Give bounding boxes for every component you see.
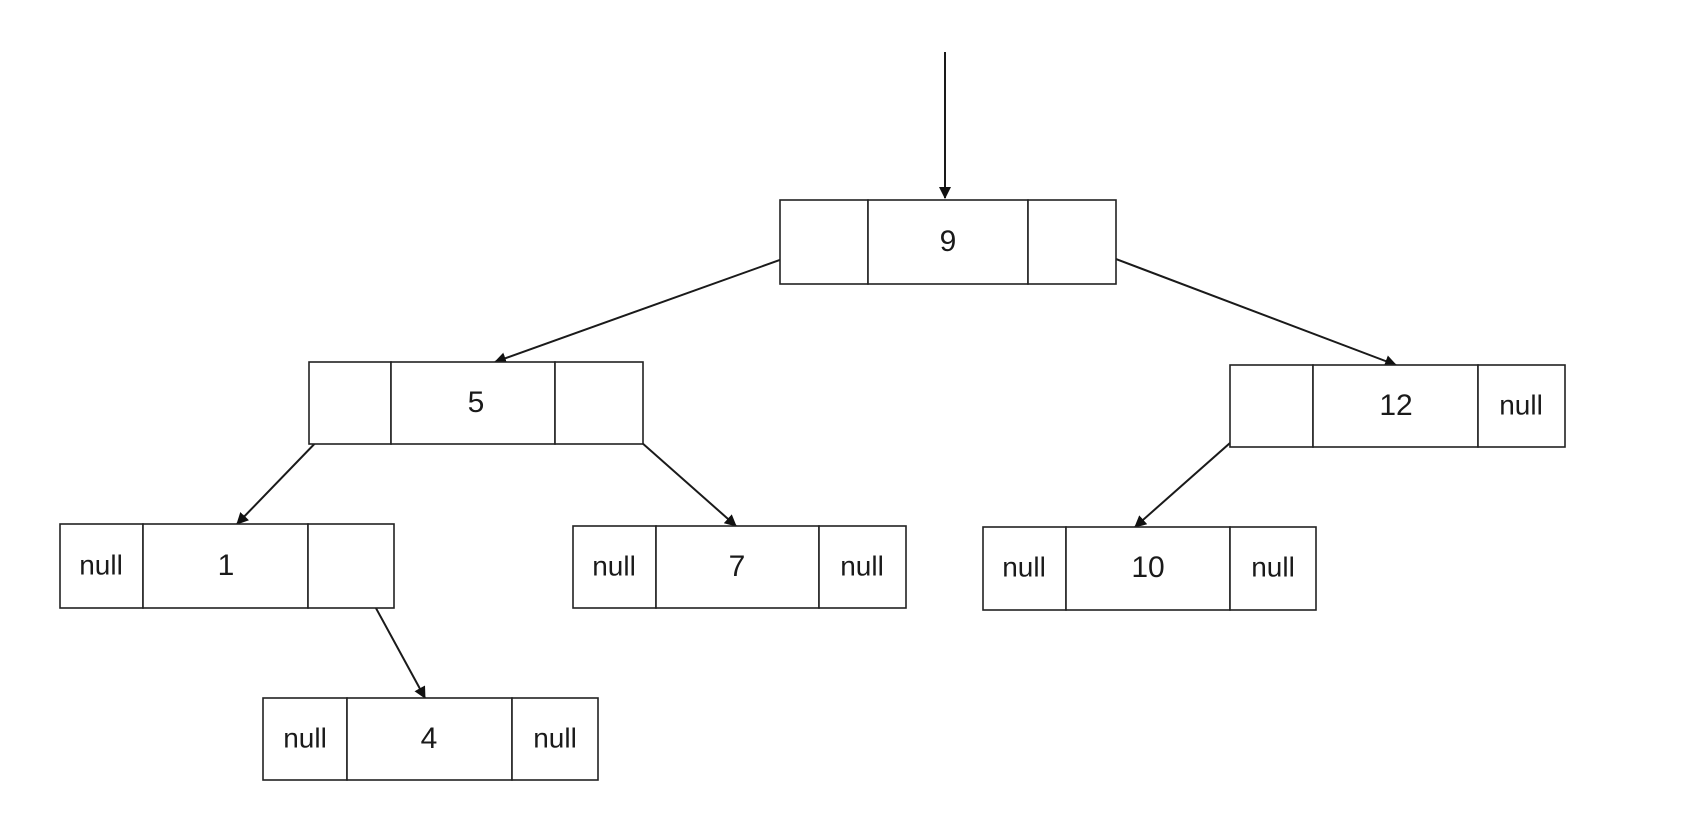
pointer-arrow-n9-left bbox=[494, 241, 831, 364]
node-value: 12 bbox=[1379, 389, 1412, 422]
value-cell bbox=[390, 361, 556, 445]
right-null-cell bbox=[1229, 526, 1317, 611]
left-null-label: null bbox=[79, 549, 123, 580]
right-null-cell bbox=[511, 697, 599, 781]
tree-node-5: 5 bbox=[308, 361, 644, 445]
right-pointer-cell bbox=[554, 361, 644, 445]
tree-node-9: 9 bbox=[779, 199, 1117, 285]
node-value: 9 bbox=[940, 225, 957, 258]
tree-node-4: null 4 null bbox=[262, 697, 599, 781]
right-null-cell bbox=[818, 525, 907, 609]
node-value: 1 bbox=[218, 549, 235, 582]
value-cell bbox=[1065, 526, 1231, 611]
value-cell bbox=[655, 525, 820, 609]
left-pointer-cell bbox=[779, 199, 869, 285]
right-null-label: null bbox=[1499, 389, 1543, 420]
left-null-cell bbox=[262, 697, 348, 781]
node-value: 4 bbox=[421, 722, 438, 755]
node-value: 5 bbox=[468, 386, 485, 419]
right-null-label: null bbox=[1251, 551, 1295, 582]
pointer-edges bbox=[236, 236, 1397, 699]
left-pointer-cell bbox=[308, 361, 392, 445]
node-value: 10 bbox=[1131, 551, 1164, 584]
value-cell bbox=[1312, 364, 1479, 448]
left-pointer-cell bbox=[1229, 364, 1314, 448]
right-pointer-cell bbox=[307, 523, 395, 609]
right-null-cell bbox=[1477, 364, 1566, 448]
value-cell bbox=[142, 523, 309, 609]
left-null-cell bbox=[572, 525, 657, 609]
left-null-label: null bbox=[1002, 551, 1046, 582]
tree-node-7: null 7 null bbox=[572, 525, 907, 609]
value-cell bbox=[867, 199, 1029, 285]
left-null-label: null bbox=[283, 722, 327, 753]
left-null-cell bbox=[59, 523, 144, 609]
pointer-arrow-n9-right bbox=[1070, 241, 1397, 367]
value-cell bbox=[346, 697, 513, 781]
left-null-label: null bbox=[592, 550, 636, 581]
right-pointer-cell bbox=[1027, 199, 1117, 285]
tree-node-12: 12 null bbox=[1229, 364, 1566, 448]
left-null-cell bbox=[982, 526, 1067, 611]
tree-node-1: null 1 bbox=[59, 523, 395, 609]
tree-node-10: null 10 null bbox=[982, 526, 1317, 611]
node-value: 7 bbox=[729, 550, 746, 583]
right-null-label: null bbox=[533, 722, 577, 753]
right-null-label: null bbox=[840, 550, 884, 581]
